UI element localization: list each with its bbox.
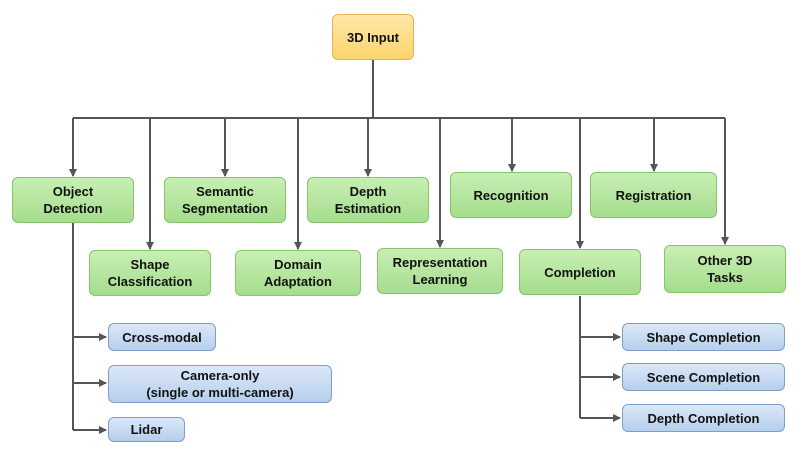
task-domain-adaptation: Domain Adaptation (235, 250, 361, 296)
task-completion: Completion (519, 249, 641, 295)
sub-cross-modal: Cross-modal (108, 323, 216, 351)
sub-shape-completion: Shape Completion (622, 323, 785, 351)
sub-depth-completion: Depth Completion (622, 404, 785, 432)
task-object-detection: Object Detection (12, 177, 134, 223)
task-shape-classification: Shape Classification (89, 250, 211, 296)
sub-lidar: Lidar (108, 417, 185, 442)
task-registration: Registration (590, 172, 717, 218)
sub-scene-completion: Scene Completion (622, 363, 785, 391)
sub-camera-only: Camera-only (single or multi-camera) (108, 365, 332, 403)
task-depth-estimation: Depth Estimation (307, 177, 429, 223)
task-other-3d-tasks: Other 3D Tasks (664, 245, 786, 293)
task-semantic-segmentation: Semantic Segmentation (164, 177, 286, 223)
task-recognition: Recognition (450, 172, 572, 218)
root-node-3d-input: 3D Input (332, 14, 414, 60)
task-representation-learning: Representation Learning (377, 248, 503, 294)
